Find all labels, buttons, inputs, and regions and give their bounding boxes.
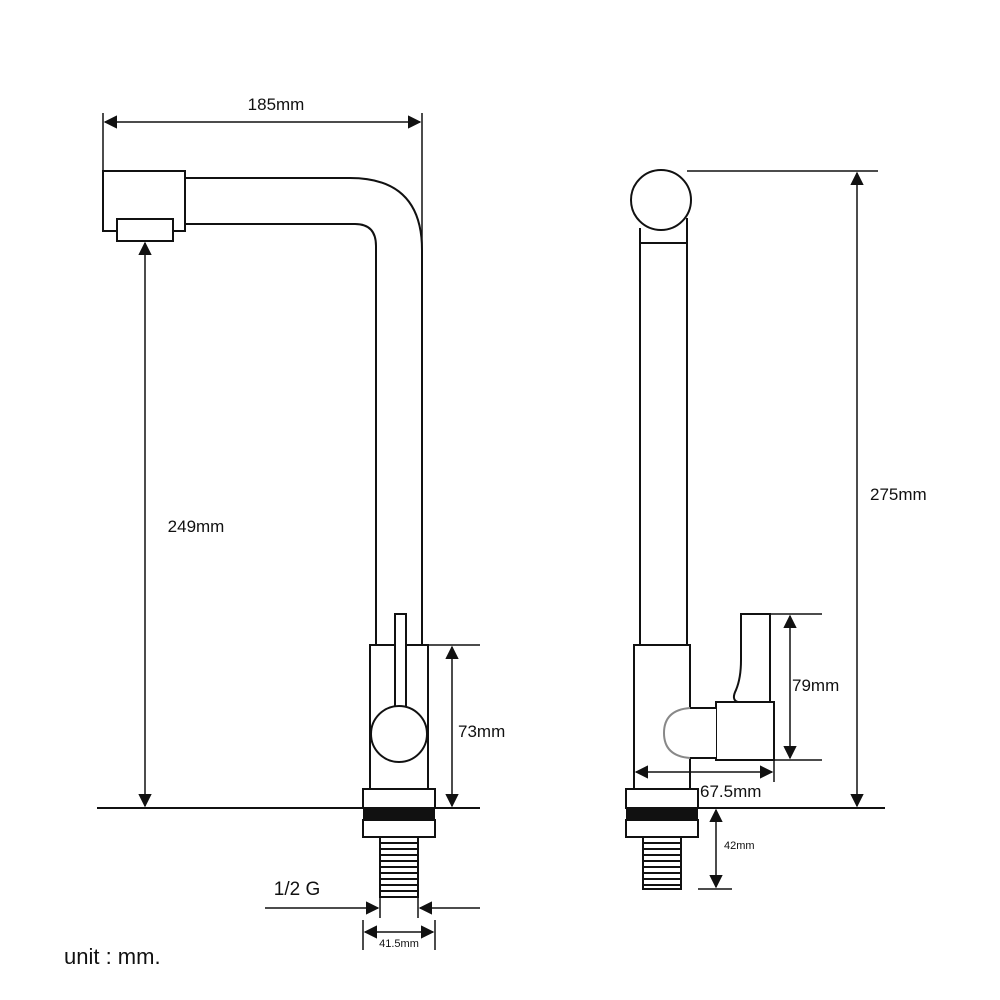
dim-thread-length-label: 42mm xyxy=(724,840,755,852)
front-view: 185mm 249mm 73mm 1/2 G 41.5mm xyxy=(97,95,505,950)
spout-inner-edge xyxy=(185,223,377,646)
aerator xyxy=(116,218,174,242)
top-ball xyxy=(630,169,692,231)
side-base-ring xyxy=(625,819,699,838)
dim-height-spout-label: 249mm xyxy=(168,517,225,536)
unit-note: unit : mm. xyxy=(64,944,161,969)
side-thread-shank xyxy=(642,836,682,890)
side-view: 275mm 79mm 67.5mm 42mm xyxy=(625,169,927,890)
handle-lever xyxy=(394,613,407,710)
side-handle-block xyxy=(715,701,775,761)
side-handle-grip xyxy=(732,613,771,703)
side-handle-cap xyxy=(662,707,716,759)
base-ring xyxy=(362,819,436,838)
dim-body-height-label: 73mm xyxy=(458,722,505,741)
thread-shank xyxy=(379,836,419,898)
base-nut xyxy=(362,788,436,809)
base-washer xyxy=(363,808,435,820)
spout-outer-edge xyxy=(185,177,423,646)
thread-size-label: 1/2 G xyxy=(274,879,320,900)
dim-base-width-label: 67.5mm xyxy=(700,782,761,801)
dim-thread-diameter-label: 41.5mm xyxy=(379,938,419,950)
handle-knob xyxy=(370,705,428,763)
dim-handle-height-label: 79mm xyxy=(792,676,839,695)
side-base-washer xyxy=(626,808,698,820)
dim-total-height-label: 275mm xyxy=(870,485,927,504)
side-base-nut xyxy=(625,788,699,809)
dim-width-top-label: 185mm xyxy=(248,95,305,114)
